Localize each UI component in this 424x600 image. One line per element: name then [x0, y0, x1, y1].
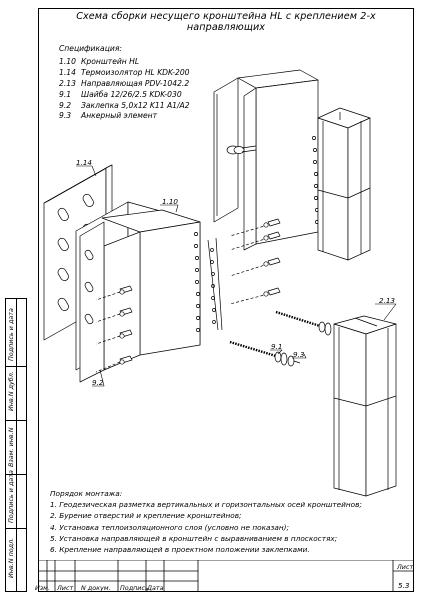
side-sign-date-2: Подпись и дата	[7, 470, 15, 523]
callout-1-14: 1.14	[76, 158, 93, 167]
assembled-bracket	[213, 69, 371, 261]
specification-list: Спецификация: 1.10 Кронштейн HL 1.14 Термо…	[59, 44, 190, 122]
drawing-title: Схема сборки несущего кронштейна HL с кр…	[76, 11, 376, 33]
spec-item: 9.3 Анкерный элемент	[59, 111, 190, 122]
callout-9-3: 9.3	[293, 350, 305, 359]
stamp-izm: Изм.	[35, 584, 51, 592]
procedure-header: Порядок монтажа:	[50, 489, 123, 498]
callout-9-1: 9.1	[271, 342, 283, 351]
spec-name: Заклепка 5,0x12 K11 A1/A2	[81, 100, 190, 110]
side-divider	[5, 528, 27, 529]
side-inv-podl: Инв.N подл.	[7, 537, 15, 578]
procedure-step: 4. Установка теплоизоляционного слоя (ус…	[50, 522, 289, 532]
procedure-step: 1. Геодезическая разметка вертикальных и…	[50, 500, 362, 510]
stamp-data: Дата	[147, 584, 164, 592]
rivets	[95, 218, 281, 373]
spec-code: 2.13	[59, 78, 76, 88]
spec-code: 1.14	[59, 67, 76, 77]
side-divider	[5, 366, 27, 367]
callout-leaders	[76, 165, 397, 387]
spec-code: 9.1	[59, 89, 72, 99]
anchor-bolts	[229, 310, 332, 367]
stamp-list: Лист	[57, 584, 74, 592]
title-block-grid	[38, 560, 414, 592]
spec-code: 1.10	[59, 56, 76, 66]
callout-9-2: 9.2	[92, 378, 104, 387]
spec-code: 9.3	[59, 111, 72, 121]
spec-name: Анкерный элемент	[81, 111, 158, 121]
stamp-podpis: Подпись	[120, 584, 149, 592]
spec-name: Кронштейн HL	[81, 56, 140, 66]
callout-2-13: 2.13	[379, 296, 396, 305]
spec-name: Термоизолятор HL KDK-200	[81, 67, 190, 77]
spec-name: Направляющая PDV-1042.2	[81, 78, 190, 88]
procedure-step: 2. Бурение отверстий и крепление кронште…	[50, 511, 242, 521]
stamp-sheet-label: Лист	[397, 563, 414, 571]
side-stamp-column	[16, 298, 28, 592]
spec-item: 1.14 Термоизолятор HL KDK-200	[59, 68, 190, 79]
drawing-frame	[38, 8, 414, 592]
callout-1-10: 1.10	[162, 197, 179, 206]
side-divider	[5, 420, 27, 421]
specification-header: Спецификация:	[59, 44, 122, 53]
procedure-step: 6. Крепление направляющей в проектном по…	[50, 545, 310, 555]
side-sign-date-1: Подпись и дата	[7, 308, 15, 361]
spec-item: 9.2 Заклепка 5,0x12 K11 A1/A2	[59, 101, 190, 112]
spec-code: 9.2	[59, 100, 72, 110]
bracket-hl	[75, 201, 223, 383]
stamp-sheet-number: 5.3	[398, 581, 410, 590]
assembly-procedure: Порядок монтажа: 1. Геодезическая размет…	[50, 488, 362, 555]
spec-item: 2.13 Направляющая PDV-1042.2	[59, 79, 190, 90]
side-divider	[5, 474, 27, 475]
spec-name: Шайба 12/26/2.5 KDK-030	[81, 89, 182, 99]
spec-item: 9.1 Шайба 12/26/2.5 KDK-030	[59, 90, 190, 101]
spec-item: 1.10 Кронштейн HL	[59, 57, 190, 68]
side-inv-dubl: Инв.N дубл.	[7, 371, 15, 411]
title-block: Изм. Лист N докум. Подпись Дата Лист 5.3	[35, 560, 414, 592]
stamp-n-dokum: N докум.	[81, 584, 111, 592]
side-vzam-inv: Взам. инв.N	[7, 427, 15, 468]
procedure-step: 5. Установка направляющей в кронштейн с …	[50, 533, 338, 543]
guide-profile	[333, 315, 397, 497]
